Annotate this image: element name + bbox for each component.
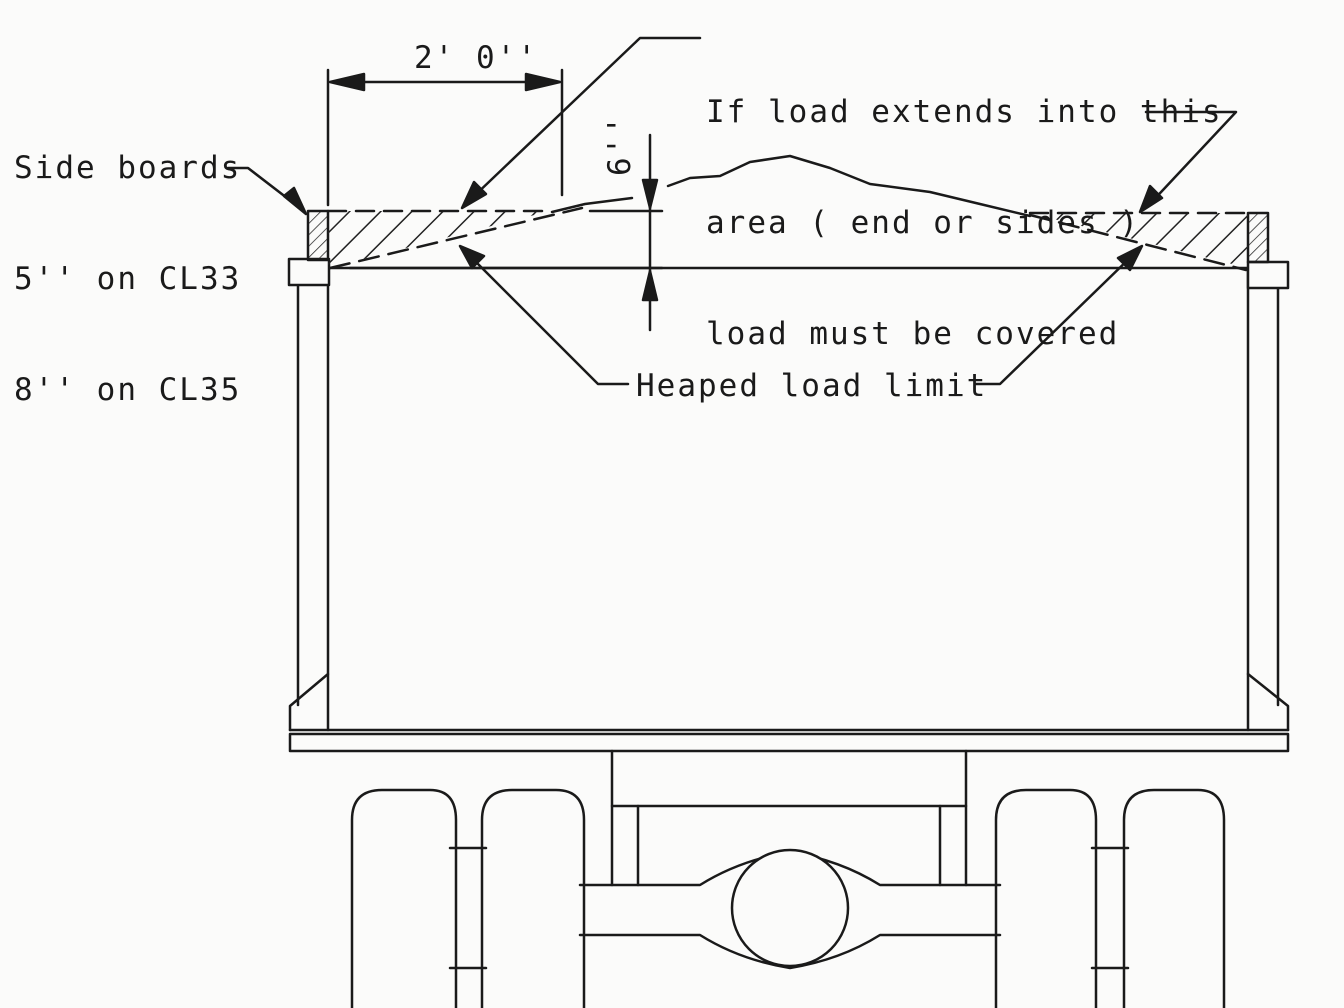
leader-cover-area bbox=[460, 36, 1238, 214]
covered-area-line-2: area ( end or sides ) bbox=[706, 205, 1140, 241]
dimension-2ft bbox=[326, 68, 564, 207]
covered-area-label: If load extends into this area ( end or … bbox=[706, 20, 1223, 427]
heaped-load-limit-label: Heaped load limit bbox=[636, 368, 988, 404]
wheel-left-inner bbox=[480, 788, 586, 1008]
leader-heaped-limit bbox=[458, 244, 1144, 386]
width-dimension-label: 2' 0'' bbox=[414, 40, 538, 76]
dimension-6in bbox=[348, 133, 664, 332]
leader-side-boards bbox=[226, 166, 308, 216]
height-dimension-label: 6'' bbox=[602, 114, 638, 176]
cover-zone-right bbox=[1028, 211, 1250, 268]
load-profile bbox=[550, 154, 1032, 218]
side-boards-line-1: Side boards bbox=[14, 150, 242, 186]
heaped-load-limit-lines bbox=[328, 206, 1248, 272]
covered-area-line-3: load must be covered bbox=[706, 316, 1120, 352]
truck-frame bbox=[610, 749, 968, 887]
cover-zone-left bbox=[326, 209, 552, 268]
wheel-right-outer bbox=[1122, 788, 1226, 1008]
side-boards-label: Side boards 5'' on CL33 8'' on CL35 bbox=[14, 76, 241, 483]
wheel-right-inner bbox=[994, 788, 1098, 1008]
side-boards-line-2: 5'' on CL33 bbox=[14, 261, 242, 297]
side-boards-line-3: 8'' on CL35 bbox=[14, 372, 242, 408]
rear-axle bbox=[448, 846, 1130, 970]
covered-area-line-1: If load extends into this bbox=[706, 94, 1223, 130]
wheel-left-outer bbox=[350, 788, 458, 1008]
